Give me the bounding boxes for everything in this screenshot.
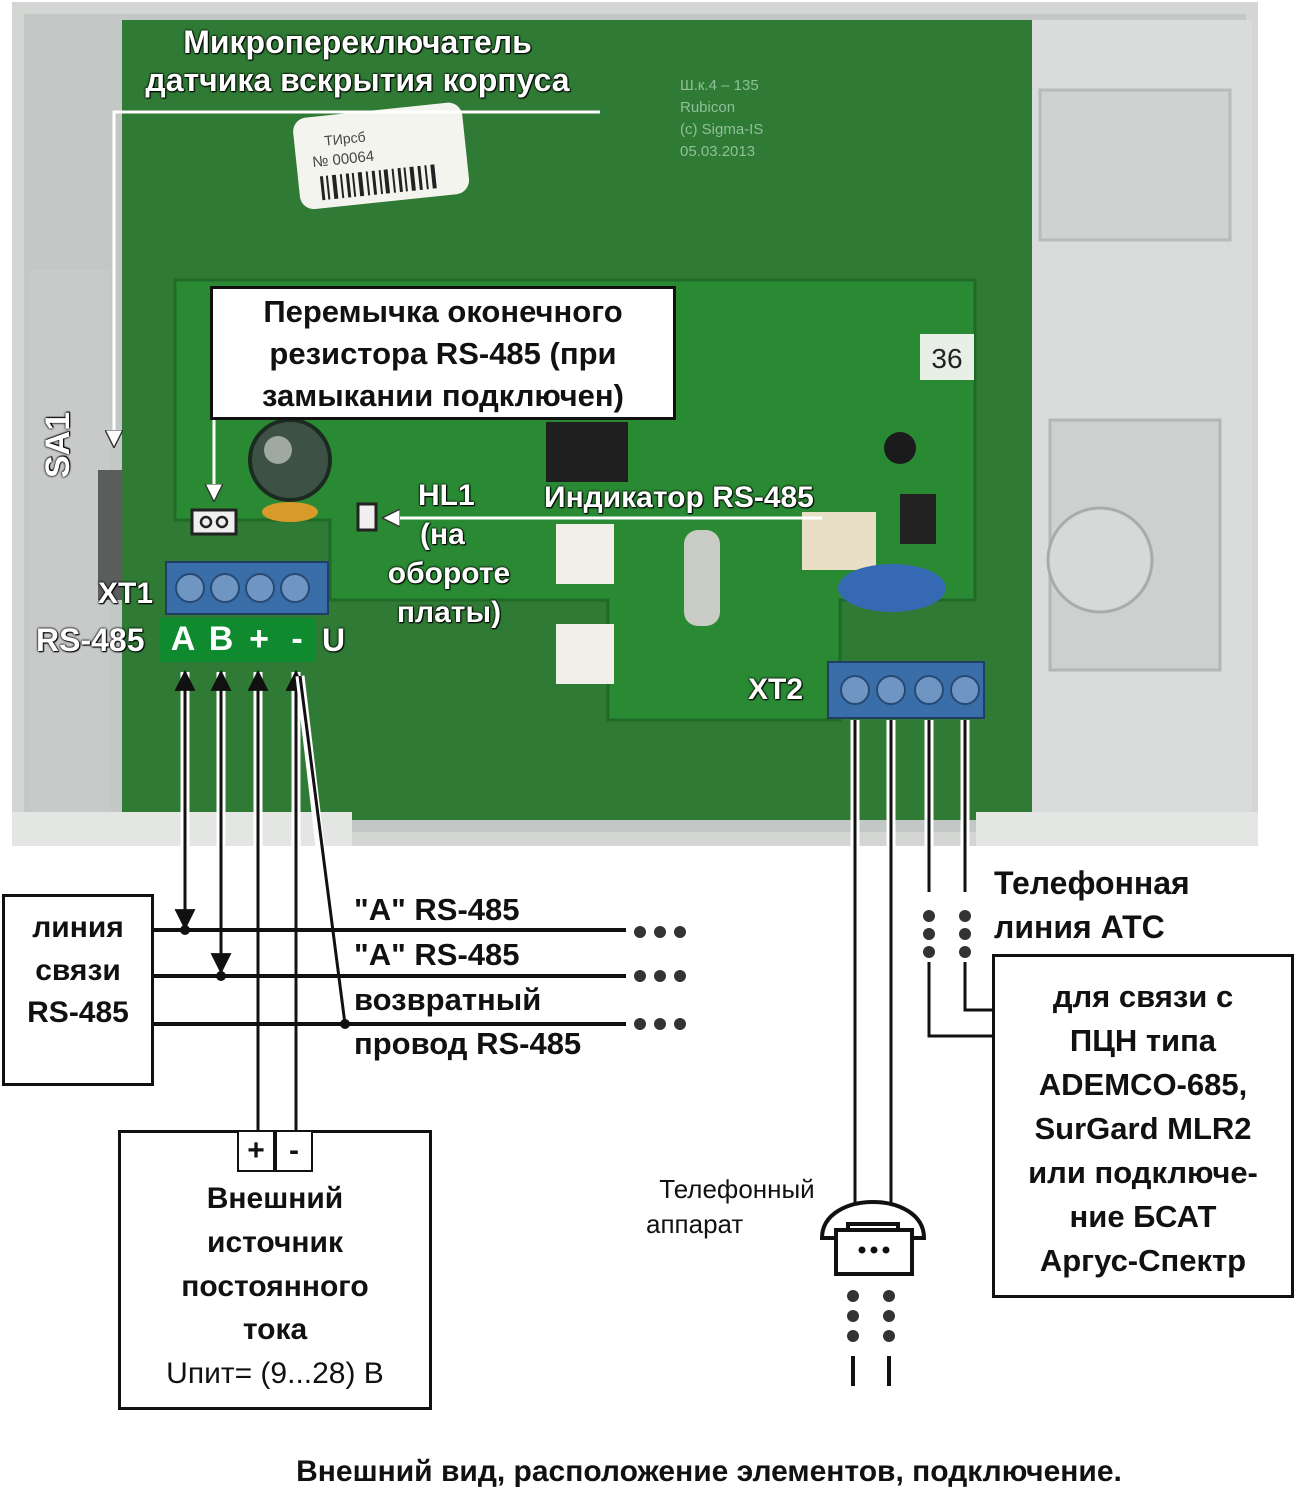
- callout-lines: [114, 110, 822, 518]
- phone-set-label-line1: Телефонный: [659, 1174, 815, 1204]
- pcn-box-line5: или подключе-: [1028, 1155, 1258, 1191]
- phone-line-label-line2: линия АТС: [994, 908, 1165, 945]
- power-plus-terminal: +: [237, 1130, 275, 1172]
- film-capacitor: [838, 564, 946, 612]
- pcn-box-line4: SurGard MLR2: [1034, 1111, 1252, 1147]
- hl1-line1: HL1: [418, 479, 475, 512]
- tamper-switch-label-line1: Микропереключатель: [183, 24, 532, 60]
- pcn-wire-1: [927, 962, 993, 1038]
- xt1-pin-minus: -: [291, 620, 303, 658]
- electrolytic-capacitor: [248, 418, 332, 502]
- power-minus-terminal: -: [275, 1130, 313, 1172]
- jumper-note-line2: резистора RS-485 (при: [269, 335, 617, 371]
- board-silkscreen: Ш.к.4 – 135 Rubicon (c) Sigma-IS 05.03.2…: [680, 77, 763, 160]
- pcn-box: для связи с ПЦН типа ADEMCO-685, SurGard…: [992, 954, 1294, 1298]
- xt1-pin-strip: A B + -: [160, 618, 316, 662]
- bus-junctions: [180, 925, 350, 1029]
- hl1-label: HL1 (на обороте платы): [382, 476, 516, 632]
- jumper-note-line3: замыкании подключен): [262, 377, 624, 413]
- hl1-line3: обороте: [387, 557, 511, 590]
- pcn-box-line6: ние БСАТ: [1069, 1199, 1217, 1235]
- bus-label-a: "А" RS-485: [354, 892, 520, 927]
- figure-caption: Внешний вид, расположение элементов, под…: [296, 1455, 1122, 1488]
- wire-return: [298, 675, 347, 1025]
- silk-line-4: 05.03.2013: [680, 143, 755, 160]
- hl1-led: [356, 502, 378, 532]
- phone-line-label: Телефонная линия АТС: [994, 862, 1190, 949]
- rs485-line-box-line3: RS-485: [27, 996, 129, 1030]
- line-dots: [923, 910, 971, 958]
- rs485-line-box: линия связи RS-485: [2, 894, 154, 1086]
- power-box-line3: постоянного: [181, 1269, 369, 1303]
- bus-label-return-1: возвратный: [354, 982, 542, 1017]
- phone-set-dots: [847, 1290, 895, 1342]
- xt1-label: XT1: [98, 577, 154, 610]
- xt1-u-label: U: [322, 622, 346, 658]
- power-box-line1: Внешний: [206, 1182, 344, 1215]
- power-box-line5: Uпит= (9...28) В: [166, 1357, 384, 1391]
- terminator-jumper: [190, 508, 238, 536]
- silk-line-3: (c) Sigma-IS: [680, 121, 763, 138]
- silk-line-2: Rubicon: [680, 99, 735, 116]
- mounting-hole: [1046, 506, 1154, 614]
- jumper-note-line1: Перемычка оконечного: [263, 294, 623, 329]
- optocoupler-2: [556, 624, 614, 684]
- sticker-line-2: № 00064: [312, 148, 375, 171]
- xt1-wiring: [174, 669, 347, 1132]
- crystal: [684, 530, 720, 626]
- phone-set-label-line2: аппарат: [646, 1209, 744, 1240]
- bus-continuation-dots: [634, 926, 686, 1030]
- xt1-pin-b: B: [208, 620, 234, 658]
- xt1-rs485-label: RS-485: [36, 622, 145, 658]
- jumper-note-box: Перемычка оконечного резистора RS-485 (п…: [210, 286, 676, 420]
- device-photo: ТИрсб № 00064 Ш.к.4 – 135 Rubicon (c) Si…: [12, 2, 1258, 846]
- xt2-label: XT2: [748, 673, 804, 706]
- rs485-line-box-line2: связи: [35, 953, 121, 987]
- sticker-line-1: ТИрсб: [323, 128, 366, 148]
- xt1-pin-plus: +: [249, 620, 269, 658]
- board-number-mark: [920, 334, 974, 380]
- power-box-line4: тока: [242, 1313, 308, 1347]
- phone-line-label-line1: Телефонная: [994, 865, 1190, 901]
- power-box-line2: источник: [207, 1225, 343, 1259]
- pcn-wire-2: [963, 962, 993, 1012]
- serial-sticker: ТИрсб № 00064: [293, 102, 470, 210]
- sa1-label: SA1: [39, 411, 77, 478]
- pcn-box-line3: ADEMCO-685,: [1038, 1067, 1248, 1103]
- rs485-bus: [152, 928, 626, 1026]
- xt2-wiring: [850, 720, 993, 1218]
- transistor: [900, 494, 936, 544]
- xt1-pin-a: A: [170, 620, 196, 658]
- bus-label-b: "А" RS-485: [354, 937, 520, 972]
- rs485-indicator-label: Индикатор RS-485: [544, 481, 814, 514]
- relay: [802, 512, 876, 570]
- tamper-switch-label-line2: датчика вскрытия корпуса: [145, 61, 570, 98]
- pcn-box-line2: ПЦН типа: [1069, 1023, 1217, 1059]
- silk-line-1: Ш.к.4 – 135: [680, 77, 759, 94]
- phone-set-label: Телефонный аппарат: [636, 1172, 838, 1243]
- power-source-box: + - Внешний источник постоянного тока Uп…: [118, 1130, 432, 1410]
- rs485-line-box-line1: линия: [32, 911, 124, 944]
- hl1-line4: платы): [396, 596, 502, 629]
- optocoupler-1: [556, 524, 614, 584]
- hl1-line2: (на: [420, 518, 465, 551]
- tamper-callout: [114, 110, 600, 446]
- pcn-box-line7: Аргус-Спектр: [1039, 1243, 1247, 1279]
- pcn-box-line1: для связи с: [1052, 979, 1234, 1014]
- board-number-text: 36: [931, 343, 962, 374]
- bus-label-return-2: провод RS-485: [354, 1026, 582, 1061]
- ic-chip: [546, 422, 628, 482]
- tamper-switch-label: Микропереключатель датчика вскрытия корп…: [110, 24, 605, 100]
